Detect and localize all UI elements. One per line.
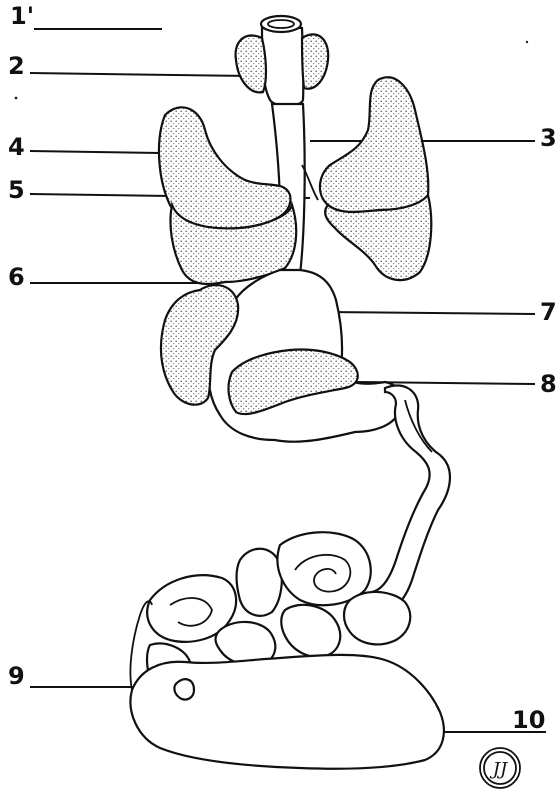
label-10: 10 [512,706,545,734]
speck-1 [15,97,18,100]
leader-line-4 [30,151,160,153]
label-1: 1' [10,2,34,30]
leader-line-7 [325,312,535,314]
label-group-3: 3 [310,124,557,152]
monogram-text: JJ [489,759,509,780]
label-2: 2 [8,52,25,80]
label-3: 3 [540,124,557,152]
coil-2 [237,549,282,616]
leader-line-2 [30,73,250,76]
right-lobe-upper [320,77,428,212]
coil-4 [344,592,410,644]
label-group-4: 4 [8,133,160,161]
small-lobe-right [302,34,328,88]
esophagus-opening [261,16,301,32]
left-lobe-upper [159,107,290,228]
small-lobe-left [236,35,266,92]
sac-neck-loop [174,679,194,699]
esophagus-top [261,16,303,106]
monogram-stamp: JJ [480,748,520,788]
label-6: 6 [8,263,25,291]
label-4: 4 [8,133,25,161]
label-group-2: 2 [8,52,250,80]
coil-6 [281,605,340,657]
label-8: 8 [540,370,557,398]
label-5: 5 [8,176,25,204]
large-sac [130,655,443,769]
label-9: 9 [8,662,25,690]
label-7: 7 [540,298,557,326]
speck-2 [526,41,528,43]
label-group-7: 7 [325,298,557,326]
label-group-1: 1' [10,2,162,30]
esophagus-tube [262,28,303,106]
